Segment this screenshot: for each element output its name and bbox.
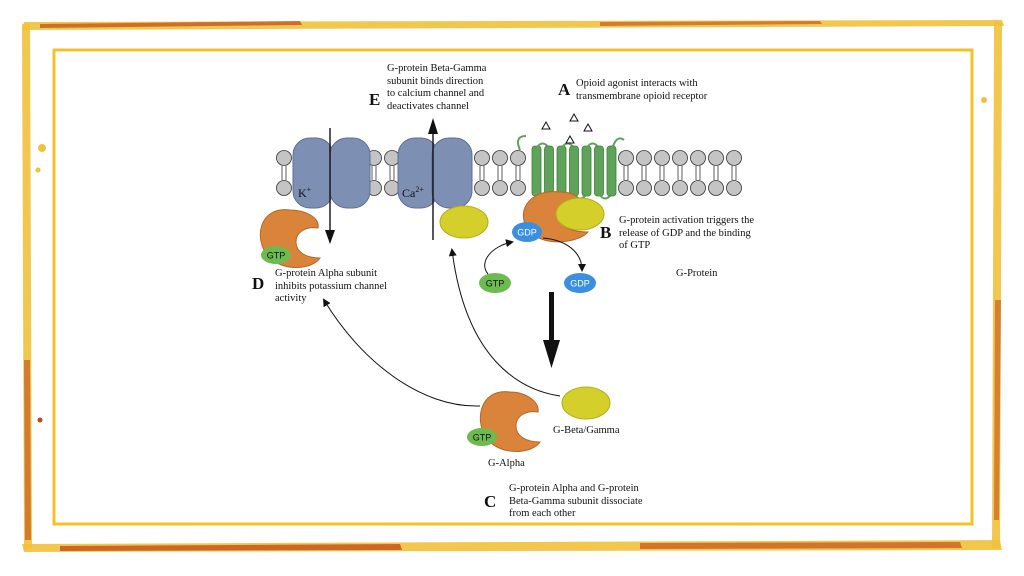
dissociation-arrow [543,292,560,368]
step-c-description: G-protein Alpha and G-protein Beta-Gamma… [509,483,643,519]
potassium-arrowhead [325,230,335,244]
calcium-channel: Ca2+ [397,137,473,209]
lipid-head [384,180,400,196]
step-letter-b: B [600,223,612,242]
g-beta-gamma-bound [439,205,489,239]
lipid-head [492,150,508,166]
lipid-head [672,150,688,166]
svg-text:GDP: GDP [570,279,590,289]
lipid-head [636,150,652,166]
step-e-description: G-protein Beta-Gamma subunit binds direc… [387,63,487,112]
receptor-helix [594,145,604,197]
lipid-head [510,180,526,196]
lipid-head [474,180,490,196]
betagamma-to-calcium-arrow [448,248,561,397]
receptor-helix [544,145,554,197]
lipid-head [726,180,742,196]
gdp-release-arrow [542,237,586,272]
step-a-description: Opioid agonist interacts with transmembr… [576,78,708,102]
svg-text:GTP: GTP [486,279,505,289]
step-letter-d: D [252,274,265,293]
lipid-head [474,150,490,166]
step-letter-a: A [558,80,571,99]
g-beta-gamma-label: G-Beta/Gamma [553,425,620,436]
lipid-head [492,180,508,196]
receptor-helix [531,145,542,197]
gtp-binding-arrow [484,239,514,275]
opioid-agonist-molecules [541,112,593,144]
calcium-ion-label: Ca2+ [402,185,424,200]
svg-text:GTP: GTP [267,251,286,261]
lipid-head [690,150,706,166]
g-alpha-label: G-Alpha [488,458,525,469]
gtp-incoming: GTP [479,273,511,293]
receptor-helix [556,145,567,197]
receptor-helix [581,145,592,197]
g-protein-label: G-Protein [676,268,718,279]
lipid-head [654,150,670,166]
step-letter-e: E [369,90,381,109]
lipid-head [636,180,652,196]
lipid-head [384,150,400,166]
opioid-receptor [517,135,625,200]
step-letter-c: C [484,492,497,511]
lipid-head [618,150,634,166]
potassium-ion-label: K+ [298,185,312,200]
calcium-arrowhead [428,118,438,134]
g-alpha-at-potassium-channel: GTP [259,209,321,268]
lipid-head [618,180,634,196]
alpha-to-potassium-arrow [322,298,481,407]
g-beta-gamma-free [561,386,611,420]
lipid-head [276,180,292,196]
lipid-head [654,180,670,196]
lipid-head [276,150,292,166]
decorative-frame [22,20,1004,552]
cell-membrane [276,150,742,196]
receptor-helix [569,145,579,197]
svg-text:GTP: GTP [473,433,492,443]
gdp-released: GDP [564,273,596,293]
receptor-helix [606,145,617,197]
lipid-head [690,180,706,196]
step-b-description: G-protein activation triggers the releas… [619,215,754,251]
potassium-channel: K+ [292,137,371,209]
svg-text:GDP: GDP [517,228,537,238]
lipid-head [672,180,688,196]
lipid-head [726,150,742,166]
gdp-bound: GDP [512,222,542,242]
lipid-head [510,150,526,166]
step-d-description: G-protein Alpha subunit inhibits potassi… [275,268,387,304]
lipid-head [708,180,724,196]
g-beta-gamma-subunit-bound [555,197,605,231]
lipid-head [708,150,724,166]
g-alpha-free: GTP [467,391,541,452]
